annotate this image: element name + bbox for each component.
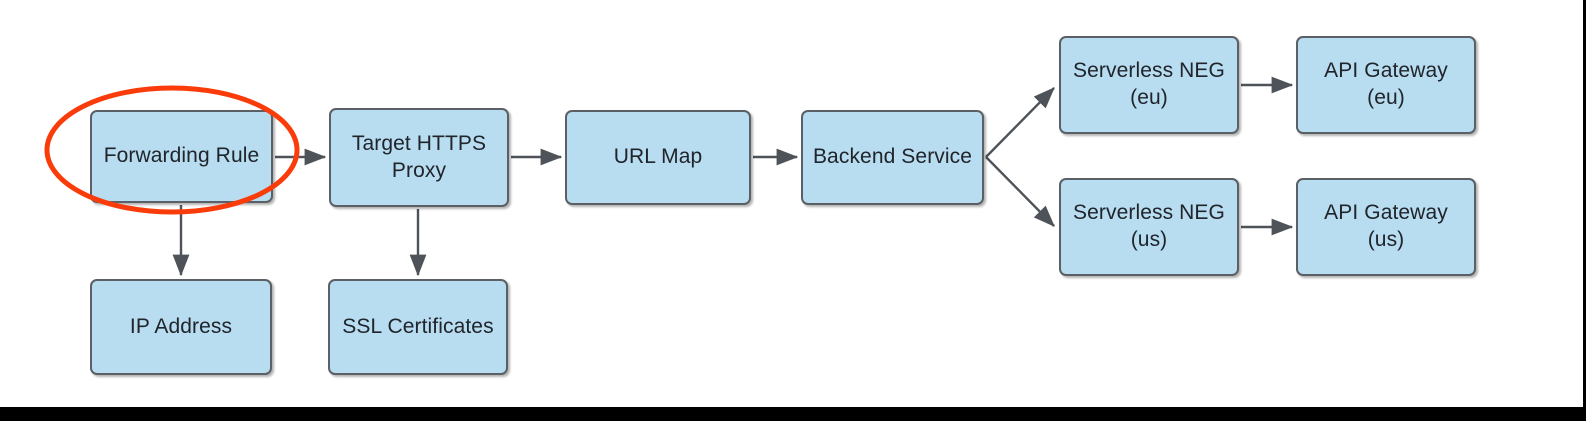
- node-api-gateway-us[interactable]: API Gateway (us): [1296, 178, 1476, 276]
- canvas-bottom-border: [0, 407, 1586, 421]
- node-url-map[interactable]: URL Map: [565, 110, 751, 205]
- node-ssl-certificates[interactable]: SSL Certificates: [328, 279, 508, 375]
- node-api-gateway-eu[interactable]: API Gateway (eu): [1296, 36, 1476, 134]
- edge-backend-service-to-serverless-neg-eu: [985, 87, 1055, 158]
- node-serverless-neg-us[interactable]: Serverless NEG (us): [1059, 178, 1239, 276]
- node-serverless-neg-eu[interactable]: Serverless NEG (eu): [1059, 36, 1239, 134]
- node-ip-address[interactable]: IP Address: [90, 279, 272, 375]
- canvas-right-border: [1583, 0, 1586, 421]
- node-backend-service[interactable]: Backend Service: [801, 110, 984, 205]
- edge-backend-service-to-serverless-neg-us: [985, 156, 1055, 227]
- node-forwarding-rule[interactable]: Forwarding Rule: [90, 110, 273, 203]
- node-target-https-proxy[interactable]: Target HTTPS Proxy: [329, 108, 509, 207]
